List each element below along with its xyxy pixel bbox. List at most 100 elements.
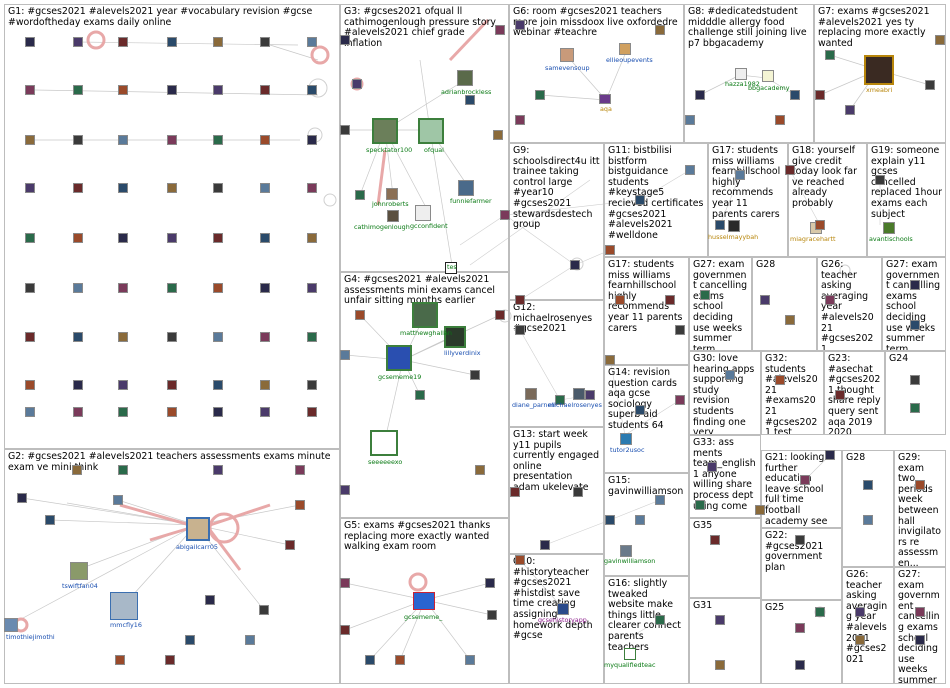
graph-node[interactable] — [495, 310, 505, 320]
graph-node[interactable] — [875, 175, 885, 185]
graph-node[interactable] — [113, 495, 123, 505]
graph-node[interactable] — [340, 125, 350, 135]
g1-node[interactable] — [167, 37, 177, 47]
g1-node[interactable] — [167, 332, 177, 342]
graph-node[interactable] — [118, 465, 128, 475]
node-tes[interactable] — [445, 262, 457, 274]
graph-node[interactable] — [863, 515, 873, 525]
graph-node[interactable] — [295, 500, 305, 510]
graph-node[interactable] — [615, 295, 625, 305]
graph-node[interactable] — [485, 578, 495, 588]
node-adrianbrockless[interactable] — [457, 70, 473, 86]
graph-node[interactable] — [707, 462, 717, 472]
node-gcsememe[interactable] — [413, 592, 435, 610]
graph-node[interactable] — [845, 105, 855, 115]
g1-node[interactable] — [73, 380, 83, 390]
node-hazza1982[interactable] — [735, 68, 747, 80]
graph-node[interactable] — [795, 535, 805, 545]
g1-node[interactable] — [73, 135, 83, 145]
node-seeeeeexo[interactable] — [370, 430, 398, 456]
node-myqualifiedteac[interactable] — [624, 648, 636, 660]
graph-node[interactable] — [573, 487, 583, 497]
graph-node[interactable] — [493, 130, 503, 140]
graph-node[interactable] — [735, 170, 745, 180]
g1-node[interactable] — [25, 135, 35, 145]
graph-node[interactable] — [355, 310, 365, 320]
graph-node[interactable] — [352, 79, 362, 89]
graph-node[interactable] — [685, 165, 695, 175]
graph-node[interactable] — [495, 25, 505, 35]
graph-node[interactable] — [835, 390, 845, 400]
g1-node[interactable] — [307, 233, 317, 243]
graph-node[interactable] — [715, 220, 725, 230]
graph-node[interactable] — [815, 90, 825, 100]
node-ellieoupevents[interactable] — [619, 43, 631, 55]
g1-node[interactable] — [167, 380, 177, 390]
g1-node[interactable] — [260, 183, 270, 193]
graph-node[interactable] — [755, 505, 765, 515]
g1-node[interactable] — [73, 85, 83, 95]
graph-node[interactable] — [515, 115, 525, 125]
g1-node[interactable] — [307, 407, 317, 417]
node-diane_parnell[interactable] — [525, 388, 537, 400]
graph-node[interactable] — [340, 350, 350, 360]
graph-node[interactable] — [795, 660, 805, 670]
node-xmeabri[interactable] — [864, 55, 894, 85]
graph-node[interactable] — [785, 315, 795, 325]
node-tswiftfan04[interactable] — [70, 562, 88, 580]
g1-node[interactable] — [73, 407, 83, 417]
g1-node[interactable] — [307, 37, 317, 47]
graph-node[interactable] — [795, 623, 805, 633]
g1-node[interactable] — [25, 85, 35, 95]
graph-node[interactable] — [775, 115, 785, 125]
g1-node[interactable] — [118, 332, 128, 342]
node-bbgacademy[interactable] — [762, 70, 774, 82]
graph-node[interactable] — [825, 450, 835, 460]
graph-node[interactable] — [715, 615, 725, 625]
graph-node[interactable] — [585, 390, 595, 400]
graph-node[interactable] — [355, 190, 365, 200]
graph-node[interactable] — [935, 35, 945, 45]
graph-node[interactable] — [185, 635, 195, 645]
node-abigailcarr05[interactable] — [186, 517, 210, 541]
graph-node[interactable] — [655, 25, 665, 35]
graph-node[interactable] — [515, 325, 525, 335]
node-samevensoup[interactable] — [560, 48, 574, 62]
g1-node[interactable] — [118, 380, 128, 390]
graph-node[interactable] — [340, 35, 350, 45]
graph-node[interactable] — [910, 280, 920, 290]
graph-node[interactable] — [863, 480, 873, 490]
graph-node[interactable] — [115, 655, 125, 665]
graph-node[interactable] — [415, 390, 425, 400]
graph-node[interactable] — [500, 210, 510, 220]
node-funniefarmer[interactable] — [458, 180, 474, 196]
g1-node[interactable] — [118, 85, 128, 95]
g1-node[interactable] — [73, 283, 83, 293]
node-lillyverdinix[interactable] — [444, 326, 466, 348]
graph-node[interactable] — [710, 535, 720, 545]
node-gcsehistoryapp[interactable] — [557, 603, 569, 615]
node-timothiejimothi[interactable] — [4, 618, 18, 632]
g1-node[interactable] — [25, 380, 35, 390]
graph-node[interactable] — [17, 493, 27, 503]
g1-node[interactable] — [260, 135, 270, 145]
graph-node[interactable] — [655, 495, 665, 505]
graph-node[interactable] — [635, 515, 645, 525]
g1-node[interactable] — [307, 283, 317, 293]
node-avantischools[interactable] — [883, 222, 895, 234]
g1-node[interactable] — [307, 135, 317, 145]
g1-node[interactable] — [260, 380, 270, 390]
graph-node[interactable] — [605, 515, 615, 525]
graph-node[interactable] — [815, 607, 825, 617]
g1-node[interactable] — [25, 37, 35, 47]
node-tutor2usoc[interactable] — [620, 433, 632, 445]
graph-node[interactable] — [695, 90, 705, 100]
g1-node[interactable] — [25, 407, 35, 417]
graph-node[interactable] — [213, 465, 223, 475]
graph-node[interactable] — [775, 375, 785, 385]
graph-node[interactable] — [510, 487, 520, 497]
g1-node[interactable] — [118, 283, 128, 293]
g1-node[interactable] — [307, 380, 317, 390]
node-specktator100[interactable] — [372, 118, 398, 144]
g1-node[interactable] — [307, 85, 317, 95]
